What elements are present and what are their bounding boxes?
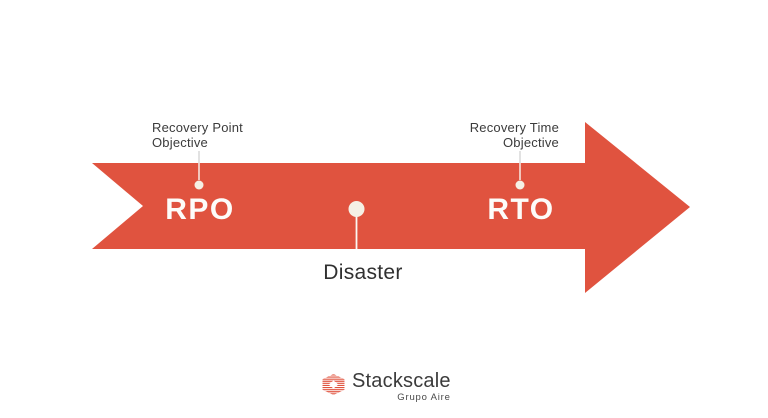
rpo-description-line2: Objective (152, 134, 208, 150)
brand-name: Stackscale (352, 370, 451, 392)
rpo-marker-dot (194, 180, 204, 190)
rto-description-label: Recovery Time Objective (469, 120, 559, 150)
brand-text-block: Stackscale Grupo Aire (352, 371, 451, 403)
stackscale-layers-icon (322, 374, 345, 395)
disaster-label: Disaster (323, 261, 403, 284)
rto-marker-dot (515, 180, 525, 190)
rto-description-line1: Recovery Time (469, 120, 559, 135)
rpo-description-line1: Recovery Point (152, 120, 243, 135)
rto-description-line2: Objective (503, 134, 559, 150)
disaster-marker-dot (348, 201, 365, 217)
brand-logo: Stackscale Grupo Aire (322, 371, 451, 403)
rpo-label: RPO (165, 193, 235, 226)
brand-subname: Grupo Aire (397, 392, 451, 403)
arrow-shape (92, 122, 690, 293)
rto-label: RTO (487, 193, 555, 226)
rpo-description-label: Recovery Point Objective (152, 120, 243, 150)
